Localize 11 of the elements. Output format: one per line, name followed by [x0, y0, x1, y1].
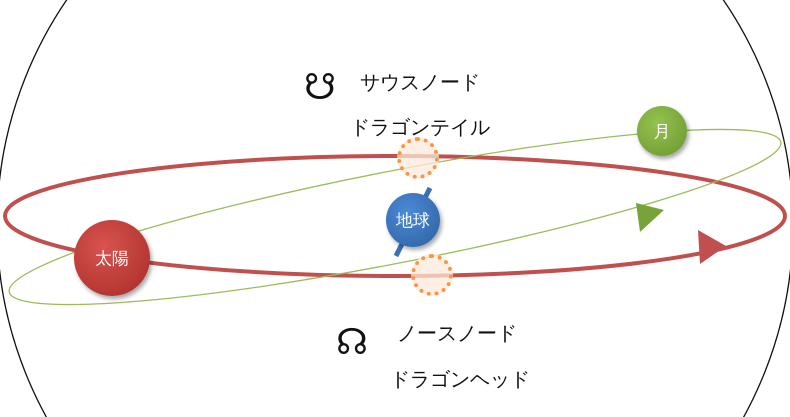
south-node-symbol: ☋: [304, 70, 336, 106]
node-label: ドラゴンテイル: [350, 117, 490, 137]
moon-circle: 月: [637, 106, 687, 156]
node-label: ドラゴンヘッド: [390, 369, 530, 389]
north-node-symbol: ☊: [336, 325, 368, 361]
earth-circle: 地球: [386, 193, 440, 247]
node-point-circle: [397, 137, 439, 179]
node-label: サウスノード: [360, 72, 480, 92]
sun-circle: 太陽: [74, 220, 150, 296]
node-label: ノースノード: [397, 323, 517, 343]
node-point-circle: [411, 254, 453, 296]
